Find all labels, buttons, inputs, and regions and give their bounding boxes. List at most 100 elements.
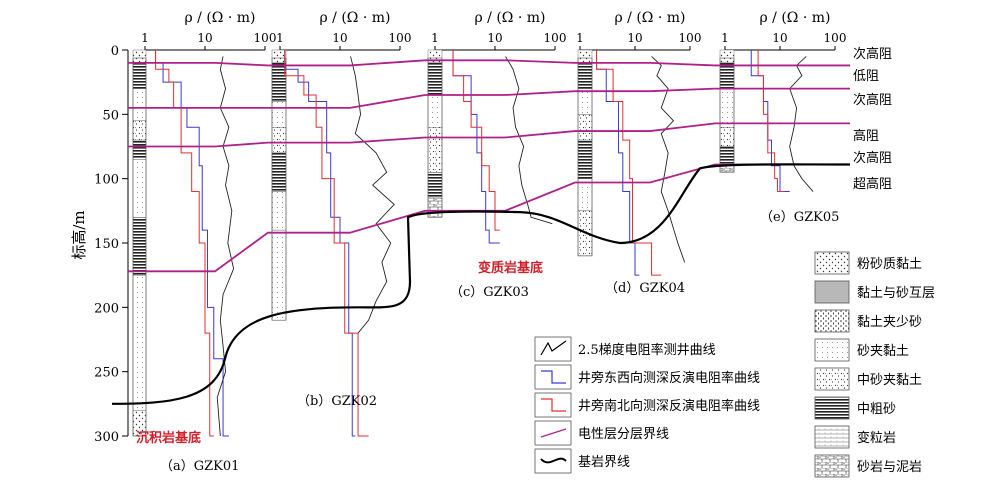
y-tick-label: 100 xyxy=(94,173,119,188)
zone-label: 次高阻 xyxy=(853,46,892,62)
legend-line-ew xyxy=(541,370,566,384)
lithology-band xyxy=(132,159,147,218)
log-resistivity-curve xyxy=(789,56,814,192)
zone-label: 低阻 xyxy=(853,69,879,84)
lithology-band xyxy=(271,126,287,154)
curve-legend: 2.5梯度电阻率测井曲线井旁东西向测深反演电阻率曲线井旁南北向测深反演电阻率曲线… xyxy=(534,336,760,474)
lith-swatch-clay-sand-little xyxy=(814,309,850,333)
x-tick-label: 100 xyxy=(824,31,847,45)
ns-resistivity-curve xyxy=(757,50,785,193)
lithology-band xyxy=(427,197,443,218)
lithology-band xyxy=(577,88,593,115)
lithology-band xyxy=(271,229,287,321)
x-tick-label: 10 xyxy=(197,31,212,45)
ns-resistivity-curve xyxy=(452,50,500,231)
lithology-band xyxy=(427,126,443,173)
zone-label: 高阻 xyxy=(853,128,879,144)
well-panel-gzk01: 1 10 100 ρ / (Ω · m) xyxy=(132,10,277,437)
y-tick-label: 300 xyxy=(94,430,119,445)
lithology-band xyxy=(271,49,287,64)
legend-label: 井旁南北向测深反演电阻率曲线 xyxy=(578,398,760,414)
lithology-band xyxy=(132,49,147,64)
lith-swatch-coarse-sand xyxy=(814,396,850,420)
legend-label: 井旁东西向测深反演电阻率曲线 xyxy=(578,370,760,386)
lithology-band xyxy=(577,114,593,141)
zone-label: 超高阻 xyxy=(853,176,892,192)
lithology-band xyxy=(271,101,287,128)
lith-swatch-sandstone xyxy=(814,454,850,478)
ew-resistivity-curve xyxy=(452,50,500,244)
lithology-column xyxy=(577,57,593,257)
legend-label: 基岩界线 xyxy=(578,455,630,470)
lithology-band xyxy=(719,62,735,89)
lithology-band xyxy=(132,120,147,141)
well-caption: （a）GZK01 xyxy=(160,459,239,474)
x-tick-label: 100 xyxy=(389,31,412,45)
lithology-band xyxy=(719,88,735,128)
lith-swatch-meta xyxy=(814,425,850,449)
log-resistivity-curve xyxy=(216,56,235,437)
legend-swatch xyxy=(534,364,572,390)
lithology-band xyxy=(132,139,147,160)
lithology-column xyxy=(132,57,147,437)
legend-line-base xyxy=(540,457,567,464)
lithology-band xyxy=(719,146,735,164)
lith-swatch-msand-clay xyxy=(814,367,850,391)
well-caption: （c）GZK03 xyxy=(450,285,529,300)
y-tick-label: 200 xyxy=(94,301,119,316)
well-caption: （d）GZK04 xyxy=(605,281,685,296)
lith-label: 黏土与砂互层 xyxy=(857,285,935,301)
lith-label: 黏土夹少砂 xyxy=(857,314,922,330)
ns-resistivity-curve xyxy=(596,50,662,276)
sedimentary-basement-note: 沉积岩基底 xyxy=(136,430,201,446)
lithology-column xyxy=(719,57,735,173)
lithology-band xyxy=(132,62,147,89)
y-tick-label: 250 xyxy=(94,366,119,381)
lith-label: 变粒岩 xyxy=(857,430,896,446)
x-tick-label: 10 xyxy=(332,31,347,45)
y-tick-label: 150 xyxy=(94,237,119,252)
x-tick-label: 100 xyxy=(679,31,702,45)
lithology-band xyxy=(427,94,443,128)
layer-boundary-line xyxy=(128,122,850,148)
x-tick-label: 1 xyxy=(141,31,149,45)
lith-label: 砂岩与泥岩 xyxy=(857,460,922,475)
ew-resistivity-curve xyxy=(750,50,790,193)
x-tick-label: 100 xyxy=(254,31,277,45)
x-axis-label: ρ / (Ω · m) xyxy=(474,10,545,26)
well-caption: （b）GZK02 xyxy=(297,394,377,409)
lithology-band xyxy=(271,152,287,192)
x-axis-label: ρ / (Ω · m) xyxy=(184,10,255,26)
lith-swatch-sand-clay xyxy=(814,338,850,362)
x-tick-label: 100 xyxy=(544,31,567,45)
log-resistivity-curve xyxy=(350,56,395,334)
x-tick-label: 10 xyxy=(772,31,787,45)
lithology-band xyxy=(577,139,593,179)
log-resistivity-curve xyxy=(651,56,686,263)
x-tick-label: 1 xyxy=(721,31,729,45)
ns-resistivity-curve xyxy=(155,50,214,437)
lith-label: 中粗砂 xyxy=(857,402,896,417)
y-tick-label: 0 xyxy=(111,44,119,59)
lithology-band xyxy=(719,126,735,147)
lith-label: 中砂夹黏土 xyxy=(857,372,922,388)
lithology-band xyxy=(132,88,147,121)
layer-boundary-line xyxy=(128,87,850,109)
x-tick-label: 1 xyxy=(276,31,284,45)
x-tick-label: 10 xyxy=(627,31,642,45)
lith-swatch-silty-clay xyxy=(814,251,850,275)
lithology-column xyxy=(271,57,287,321)
lith-label: 粉砂质黏土 xyxy=(857,256,922,272)
zone-label: 次高阻 xyxy=(853,92,892,108)
lithology-band xyxy=(271,191,287,231)
x-tick-label: 1 xyxy=(576,31,584,45)
lithology-band xyxy=(427,62,443,96)
ns-resistivity-curve xyxy=(284,50,369,437)
lithology-band xyxy=(719,49,735,64)
legend-line-layer xyxy=(540,428,567,438)
